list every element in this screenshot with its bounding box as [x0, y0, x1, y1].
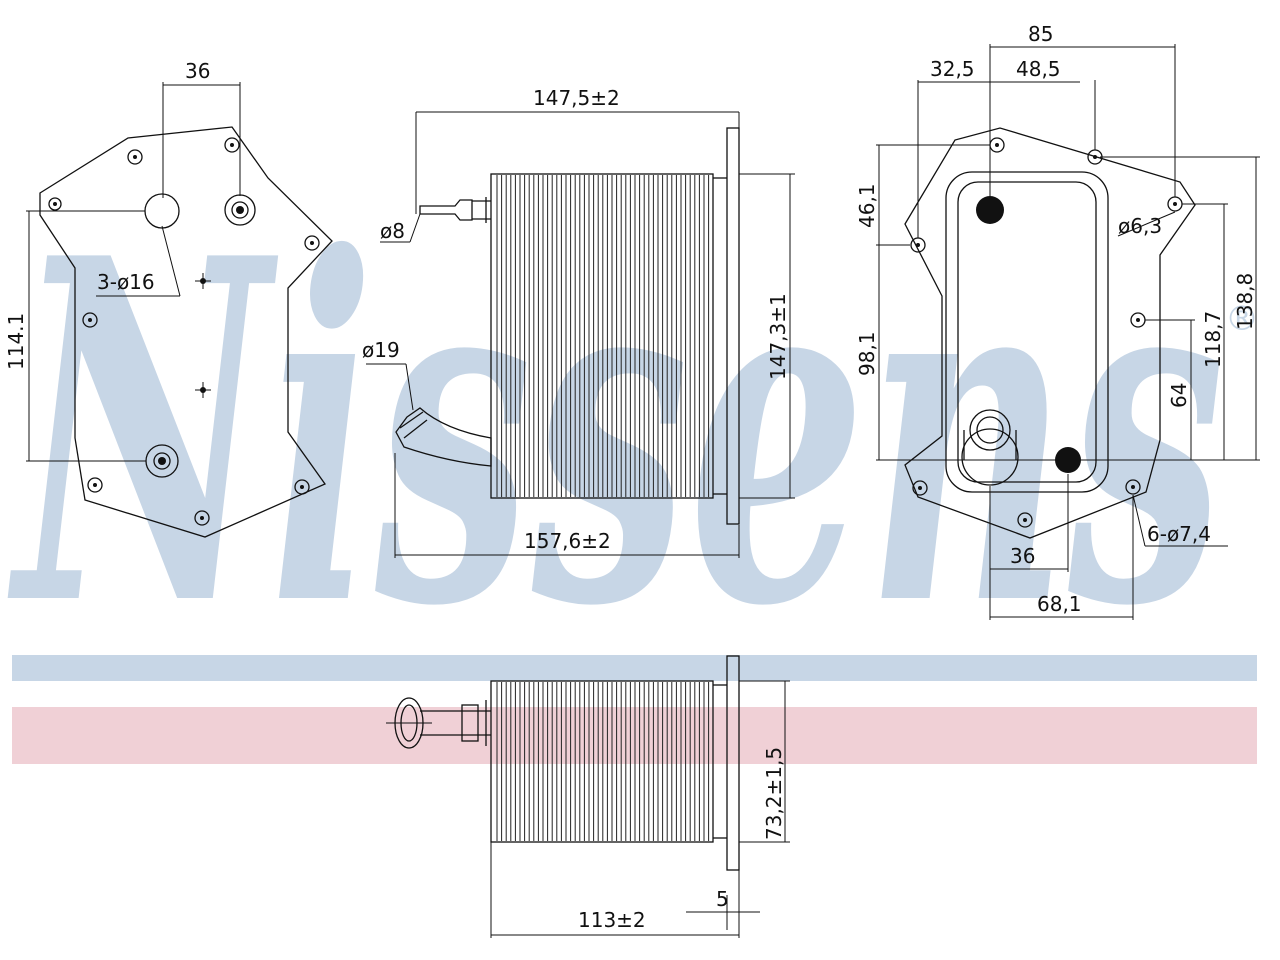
dim-138-8: 138,8 — [1233, 273, 1257, 330]
port-bottom-right — [1055, 447, 1081, 473]
cooling-fins-bottom — [496, 682, 710, 841]
bottom-view: 73,2±1,5 113±2 5 — [386, 655, 790, 938]
mounting-plate-outline — [39, 126, 333, 538]
core-body-bottom — [490, 680, 714, 843]
pipe-d19 — [395, 407, 492, 467]
flange — [726, 127, 740, 525]
dim-85: 85 — [1028, 22, 1053, 46]
dim-147-3: 147,3±1 — [766, 293, 790, 380]
port-top — [976, 196, 1004, 224]
holes-6-d7-4: 6-ø7,4 — [1147, 522, 1211, 546]
dim-114-1: 114.1 — [4, 313, 28, 370]
right-view: 85 32,5 48,5 46,1 98,1 ø6,3 138,8 118,7 … — [855, 22, 1260, 620]
side-view: 147,5±2 157,6±2 147,3±1 ø8 ø19 — [362, 86, 795, 558]
label-d19: ø19 — [362, 338, 400, 362]
watermark-text: Nissens — [6, 157, 1225, 709]
left-view: 36 114.1 3-ø16 — [4, 59, 333, 538]
dim-48-5: 48,5 — [1016, 57, 1061, 81]
registered-mark: ® — [1225, 299, 1259, 339]
pipe-d8 — [419, 199, 473, 221]
dim-157-6: 157,6±2 — [524, 529, 611, 553]
dim-147-5: 147,5±2 — [533, 86, 620, 110]
port-bottom-left — [961, 428, 1019, 486]
inner-gasket — [945, 171, 1109, 493]
dim-68-1: 68,1 — [1037, 592, 1082, 616]
dim-36-left: 36 — [185, 59, 210, 83]
dim-d6-3: ø6,3 — [1118, 214, 1162, 238]
dim-32-5: 32,5 — [930, 57, 975, 81]
dim-64: 64 — [1167, 383, 1191, 408]
dim-113: 113±2 — [578, 908, 646, 932]
dim-73-2: 73,2±1,5 — [762, 747, 786, 840]
dim-98-1: 98,1 — [855, 331, 879, 376]
cooling-fins — [496, 175, 710, 497]
housing-outline — [904, 127, 1196, 539]
flange-bottom — [726, 655, 740, 871]
dim-118-7: 118,7 — [1201, 311, 1225, 368]
core-body — [490, 173, 714, 499]
holes-3-d16: 3-ø16 — [97, 270, 155, 294]
dim-36-right: 36 — [1010, 544, 1035, 568]
dim-46-1: 46,1 — [855, 183, 879, 228]
dim-5: 5 — [716, 887, 729, 911]
watermark-band-blue — [12, 655, 1257, 681]
label-d8: ø8 — [380, 219, 405, 243]
bolt-holes — [48, 137, 320, 526]
